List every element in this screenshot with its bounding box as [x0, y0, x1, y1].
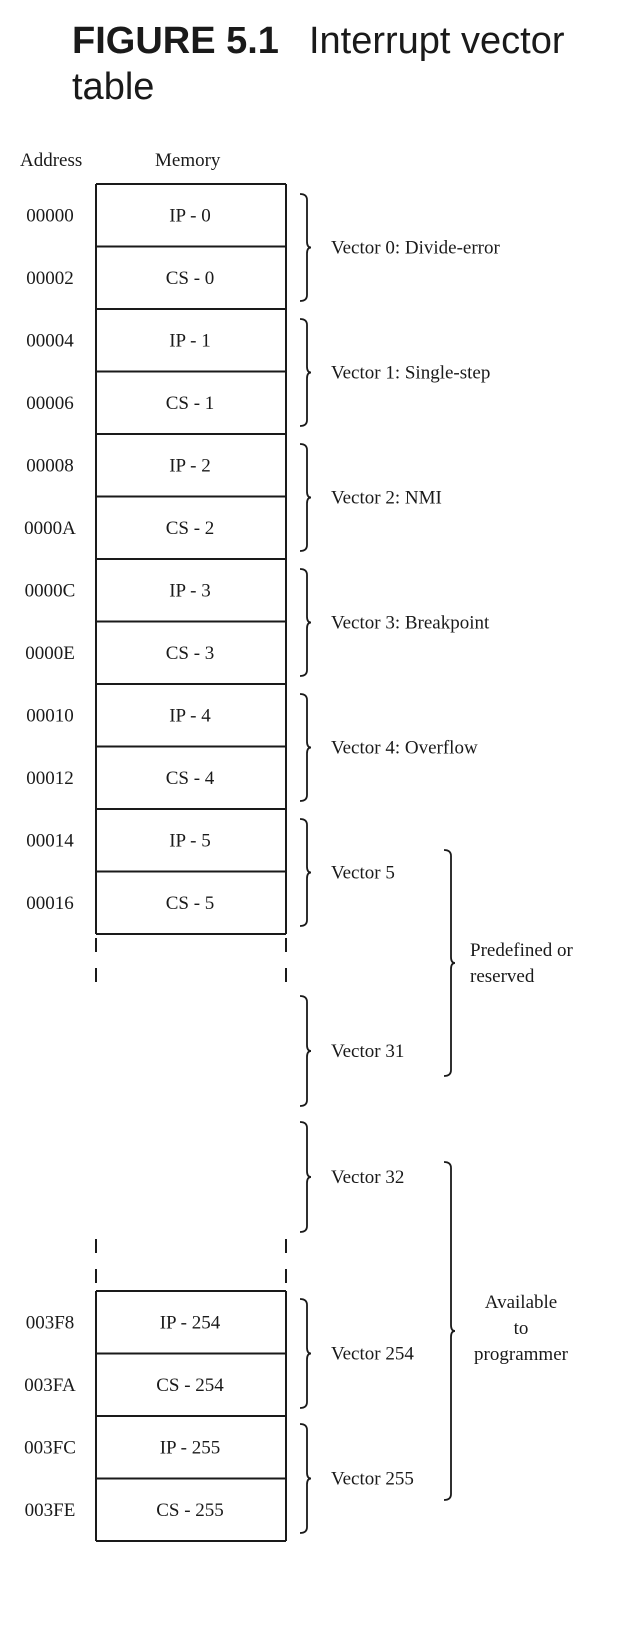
address-label: 003FE — [25, 1500, 76, 1521]
address-label: 00002 — [26, 268, 74, 289]
memory-cell-label: CS - 3 — [166, 643, 215, 664]
group-label-reserved: reserved — [470, 966, 535, 987]
address-label: 00004 — [26, 330, 74, 351]
vector-label: Vector 2: NMI — [331, 488, 442, 509]
memory-cell-label: IP - 5 — [169, 830, 211, 851]
address-label: 0000C — [25, 580, 76, 601]
memory-cell-label: IP - 1 — [169, 330, 211, 351]
address-label: 003F8 — [26, 1312, 75, 1333]
memory-column-header: Memory — [155, 150, 221, 171]
vector-label: Vector 31 — [331, 1041, 404, 1062]
memory-cell-label: CS - 0 — [166, 268, 215, 289]
vector-brace — [299, 318, 312, 427]
memory-cell-label: IP - 255 — [160, 1437, 221, 1458]
memory-cell-label: IP - 254 — [160, 1312, 221, 1333]
vector-brace — [299, 1423, 312, 1534]
vector-brace — [299, 443, 312, 552]
vector-brace — [299, 1298, 312, 1409]
vector-label: Vector 3: Breakpoint — [331, 613, 490, 634]
group-label-available: Available — [485, 1292, 557, 1313]
vector-brace — [299, 568, 312, 677]
vector-brace — [299, 818, 312, 927]
address-label: 00016 — [26, 893, 74, 914]
group-brace-available — [443, 1161, 456, 1501]
group-brace-reserved — [443, 849, 456, 1077]
memory-cell-label: CS - 254 — [156, 1375, 224, 1396]
memory-cell-label: CS - 255 — [156, 1500, 224, 1521]
memory-cell-label: CS - 1 — [166, 393, 215, 414]
vector-label: Vector 1: Single-step — [331, 363, 490, 384]
vector-label: Vector 254 — [331, 1344, 414, 1365]
address-label: 0000A — [24, 518, 76, 539]
figure-number: FIGURE 5.1 — [72, 20, 279, 62]
vector-brace — [299, 1121, 312, 1233]
vector-label: Vector 255 — [331, 1469, 414, 1490]
memory-cell-label: CS - 5 — [166, 893, 215, 914]
vector-label: Vector 32 — [331, 1167, 404, 1188]
address-label: 00008 — [26, 455, 74, 476]
vector-brace — [299, 193, 312, 302]
vector-label: Vector 4: Overflow — [331, 738, 478, 759]
group-label-available: to — [514, 1318, 529, 1339]
group-label-reserved: Predefined or — [470, 940, 574, 961]
vector-label: Vector 0: Divide-error — [331, 238, 500, 259]
vector-brace — [299, 995, 312, 1107]
address-label: 003FC — [24, 1437, 76, 1458]
figure-title: Interrupt vector table — [72, 20, 565, 108]
address-label: 00010 — [26, 705, 74, 726]
group-label-available: programmer — [474, 1344, 569, 1365]
address-label: 00006 — [26, 393, 74, 414]
memory-cell-label: IP - 0 — [169, 205, 211, 226]
address-label: 0000E — [25, 643, 75, 664]
memory-cell-label: CS - 4 — [166, 768, 215, 789]
address-label: 00014 — [26, 830, 74, 851]
vector-label: Vector 5 — [331, 863, 395, 884]
memory-cell-label: IP - 3 — [169, 580, 211, 601]
address-label: 00000 — [26, 205, 74, 226]
vector-brace — [299, 693, 312, 802]
memory-cell-label: CS - 2 — [166, 518, 215, 539]
memory-cell-label: IP - 4 — [169, 705, 211, 726]
address-label: 003FA — [24, 1375, 76, 1396]
address-column-header: Address — [20, 150, 83, 171]
address-label: 00012 — [26, 768, 74, 789]
memory-cell-label: IP - 2 — [169, 455, 211, 476]
